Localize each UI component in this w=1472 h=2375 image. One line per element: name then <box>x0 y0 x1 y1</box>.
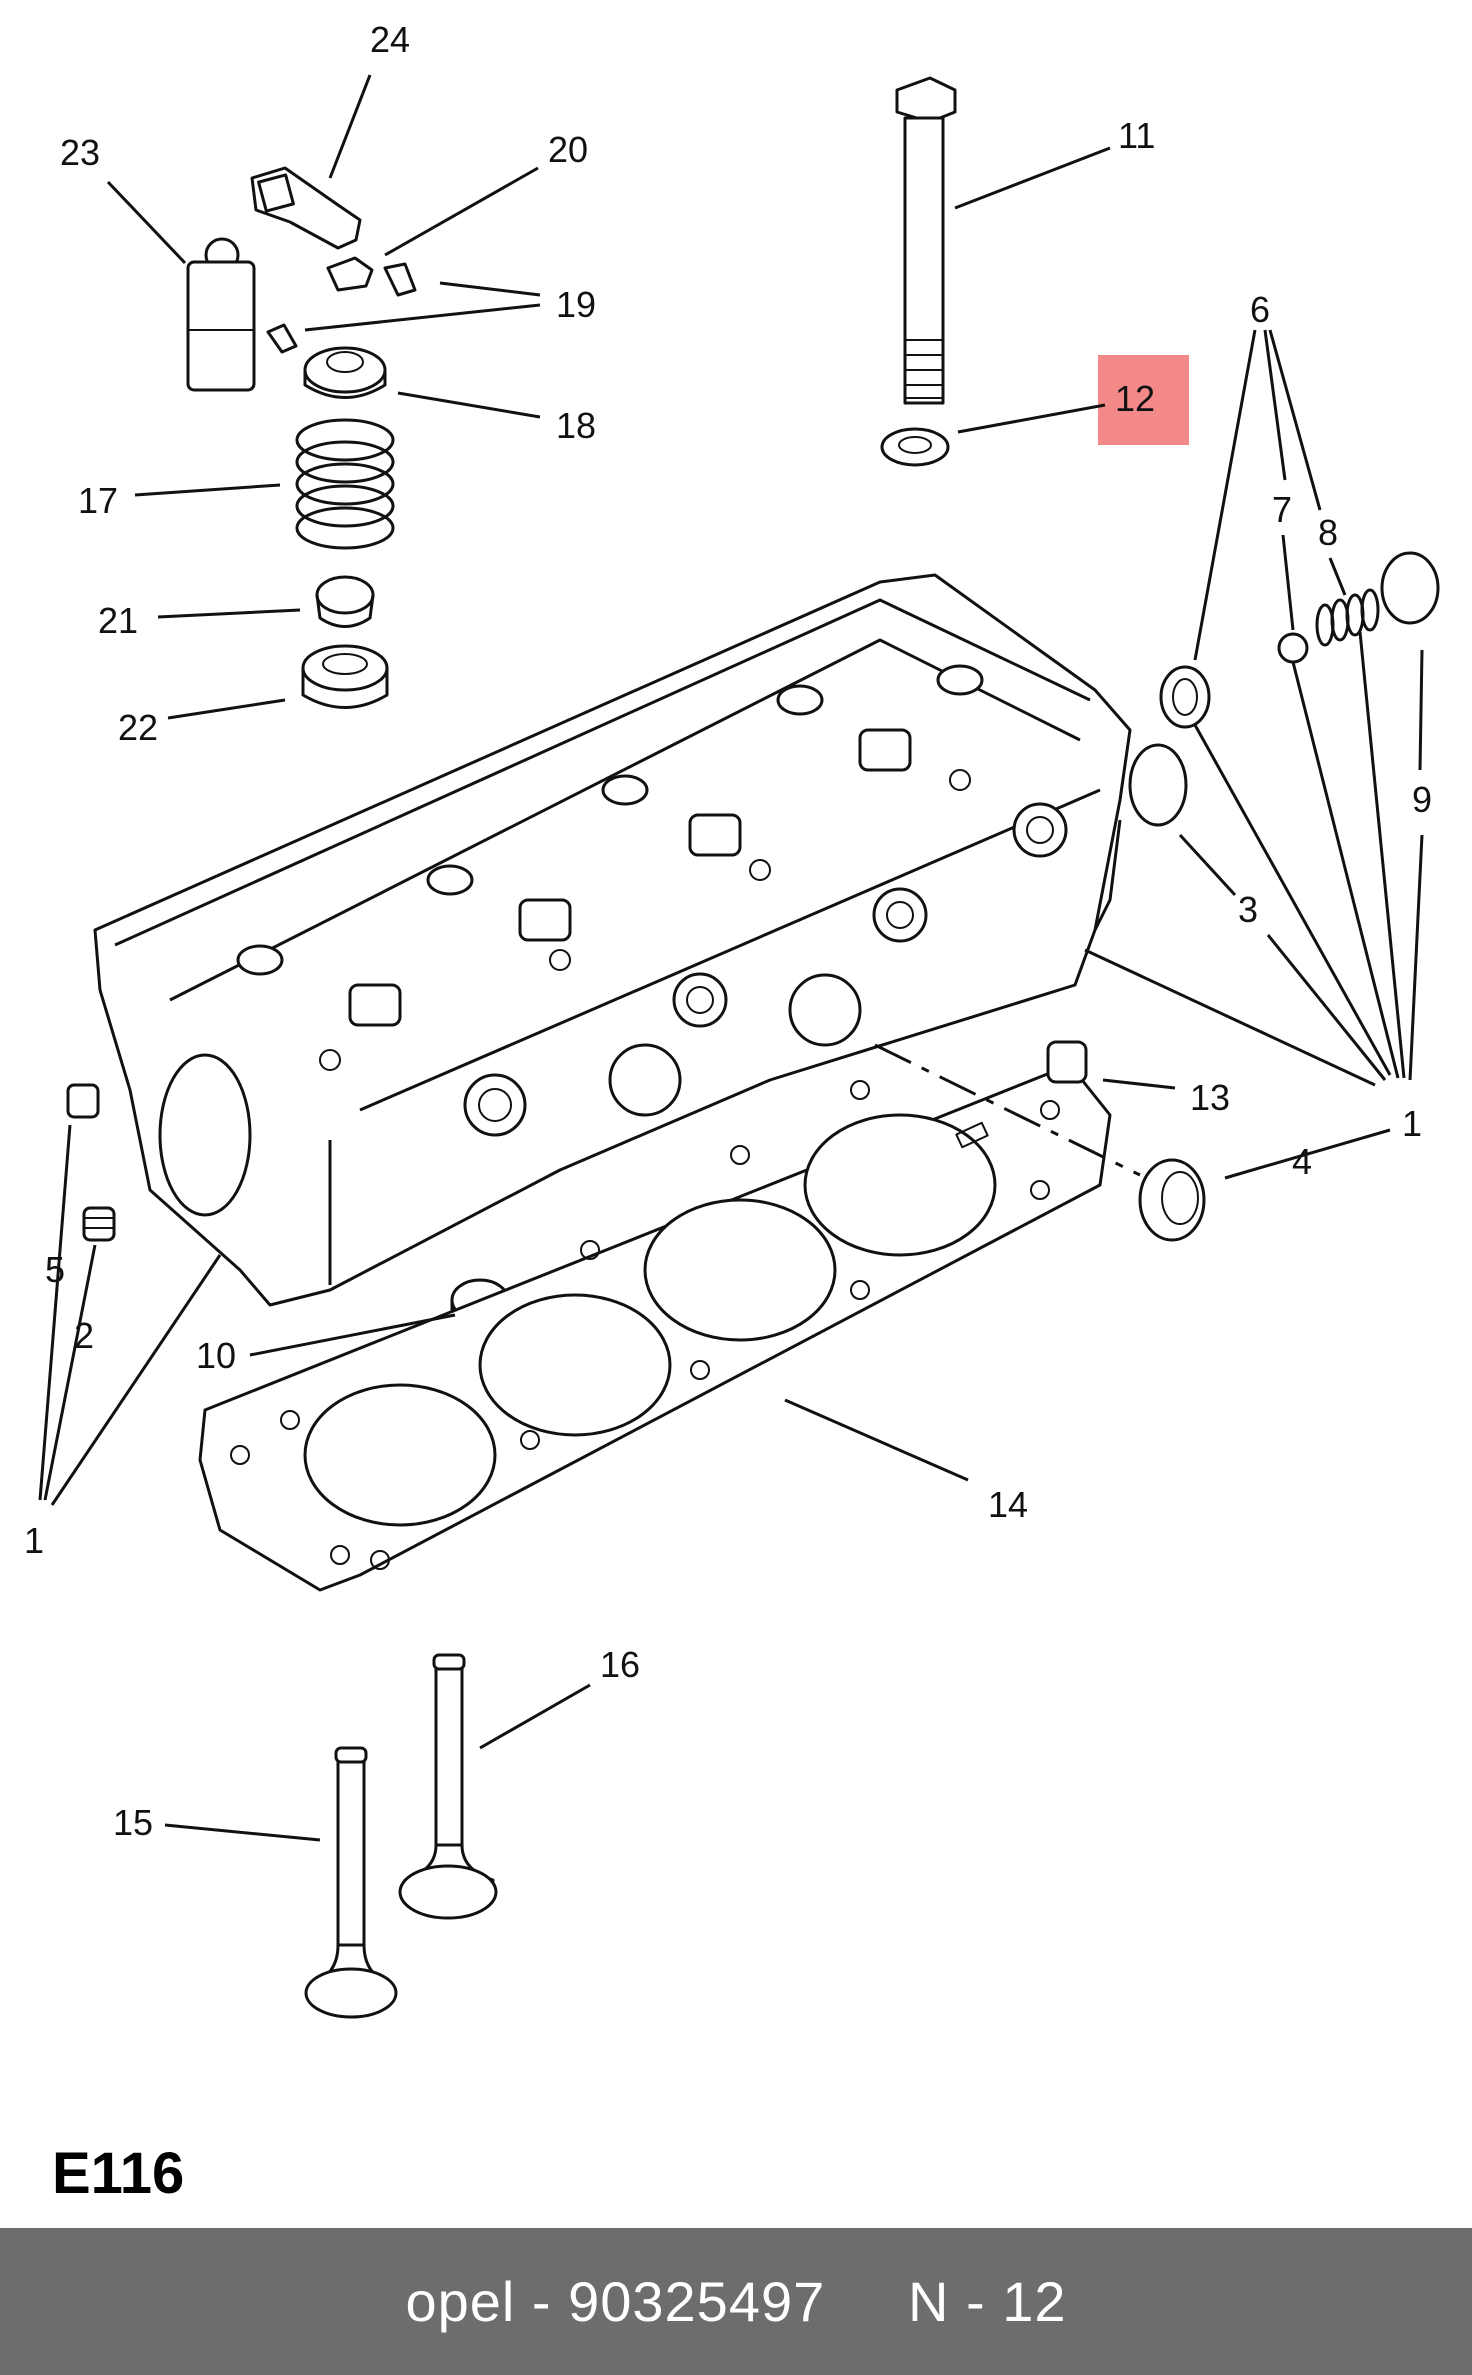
callout-13: 13 <box>1190 1077 1230 1118</box>
callout-19: 19 <box>556 284 596 325</box>
callout-labels: 24 20 23 19 18 17 21 22 11 12 6 7 8 9 3 … <box>24 19 1432 1843</box>
footer-part-text: opel - 90325497 N - 12 <box>405 2270 1067 2333</box>
callout-22: 22 <box>118 707 158 748</box>
callout-17: 17 <box>78 480 118 521</box>
hydraulic-lifter <box>186 237 256 392</box>
plug-7 <box>1277 632 1309 664</box>
callout-15: 15 <box>113 1802 153 1843</box>
head-bolt <box>895 76 957 405</box>
spring-8 <box>1315 588 1380 647</box>
seal-4 <box>1138 1158 1206 1242</box>
callout-10: 10 <box>196 1335 236 1376</box>
callout-16: 16 <box>600 1644 640 1685</box>
callout-4: 4 <box>1292 1141 1312 1182</box>
rocker-arm <box>250 166 362 250</box>
cap-9 <box>1380 551 1440 625</box>
valve-stem-seal <box>315 575 375 628</box>
callout-1-right: 1 <box>1402 1103 1422 1144</box>
bolt-washer <box>880 427 950 467</box>
plug-3 <box>1128 743 1188 827</box>
callout-21: 21 <box>98 600 138 641</box>
callout-1-left: 1 <box>24 1520 44 1561</box>
callout-14: 14 <box>988 1484 1028 1525</box>
parts-diagram: 24 20 23 19 18 17 21 22 11 12 6 7 8 9 3 … <box>24 19 1440 2019</box>
footer-bar: opel - 90325497 N - 12 <box>0 2228 1472 2375</box>
callout-8: 8 <box>1318 512 1338 553</box>
plug-2 <box>82 1206 116 1242</box>
valve-spring <box>295 418 395 550</box>
callout-2: 2 <box>74 1315 94 1356</box>
page-code: E116 <box>52 2141 185 2206</box>
cylinder-head <box>93 573 1132 1328</box>
callout-12: 12 <box>1115 378 1155 419</box>
callout-20: 20 <box>548 129 588 170</box>
callout-5: 5 <box>45 1249 65 1290</box>
callout-23: 23 <box>60 132 100 173</box>
intake-valve-16 <box>398 1653 498 1920</box>
spring-retainer <box>303 346 387 399</box>
leader-lines <box>38 74 1424 1842</box>
spring-seat <box>301 644 389 709</box>
dowel-13 <box>1046 1040 1088 1084</box>
callout-12-highlight <box>1098 355 1189 445</box>
plug-5 <box>66 1083 100 1119</box>
head-gasket <box>198 1063 1112 1592</box>
callout-9: 9 <box>1412 779 1432 820</box>
callout-3: 3 <box>1238 889 1258 930</box>
exhaust-valve-15 <box>304 1746 398 2019</box>
valve-keepers <box>266 256 417 354</box>
callout-24: 24 <box>370 19 410 60</box>
cam-seal-6 <box>1159 665 1211 729</box>
callout-11: 11 <box>1118 115 1155 156</box>
callout-6: 6 <box>1250 289 1270 330</box>
callout-7: 7 <box>1272 489 1292 530</box>
callout-18: 18 <box>556 405 596 446</box>
